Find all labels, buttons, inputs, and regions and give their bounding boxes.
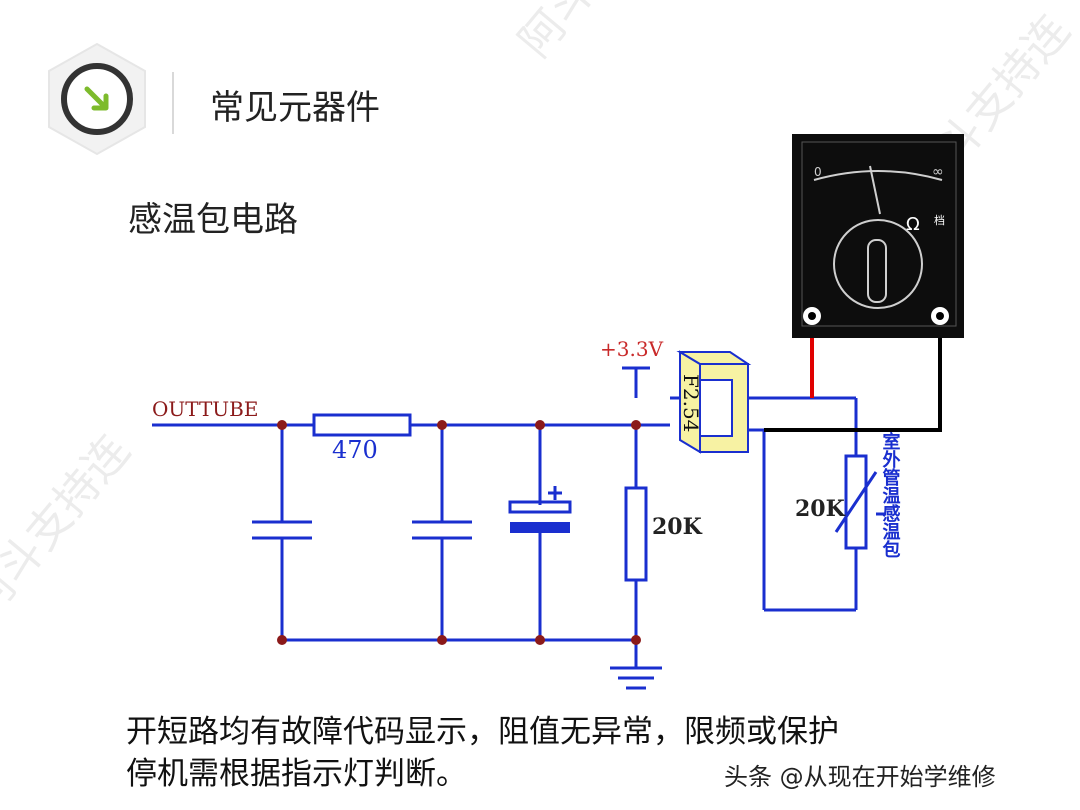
thermistor-label: 20K [795, 496, 846, 522]
range-knob [833, 219, 923, 309]
range-symbol: Ω [906, 214, 920, 235]
svg-text:阿斗支持连: 阿斗支持连 [0, 426, 140, 627]
outtube-label: OUTTUBE [152, 397, 258, 421]
sensor-label: 室外管温感温包 [880, 431, 901, 558]
meter-needle [869, 165, 881, 215]
ohmmeter: 0 ∞ Ω 档 [792, 134, 964, 338]
svg-text:阿斗支持连: 阿斗支持连 [509, 0, 689, 67]
section-badge [48, 42, 146, 156]
slide-subtitle: 感温包电路 [128, 200, 298, 240]
resistor-470 [312, 413, 412, 437]
scale-right-label: ∞ [932, 164, 944, 180]
header-divider [172, 72, 174, 134]
supply-label: +3.3V [600, 337, 664, 361]
resistor-20k-label: 20K [652, 514, 703, 540]
electrolytic-capacitor [508, 486, 572, 533]
junction-nodes [277, 420, 641, 645]
resistor-470-label: 470 [332, 436, 378, 464]
source-credit: 头条 @从现在开始学维修 [724, 763, 996, 791]
range-suffix: 档 [934, 213, 945, 227]
capacitor [252, 520, 312, 540]
black-lead [764, 328, 942, 432]
resistor-20k [624, 486, 648, 582]
meter-scale-arc [813, 170, 943, 181]
connector-label: F2.54 [679, 374, 703, 432]
capacitor [412, 520, 472, 540]
connector-f254 [676, 350, 752, 454]
arrow-down-right-icon [84, 86, 109, 111]
scale-left-label: 0 [814, 165, 822, 179]
caption-line-2: 停机需根据指示灯判断。 [126, 756, 467, 792]
caption-line-1: 开短路均有故障代码显示，阻值无异常，限频或保护 [126, 714, 839, 750]
thermistor [834, 454, 886, 550]
section-title: 常见元器件 [210, 88, 380, 128]
